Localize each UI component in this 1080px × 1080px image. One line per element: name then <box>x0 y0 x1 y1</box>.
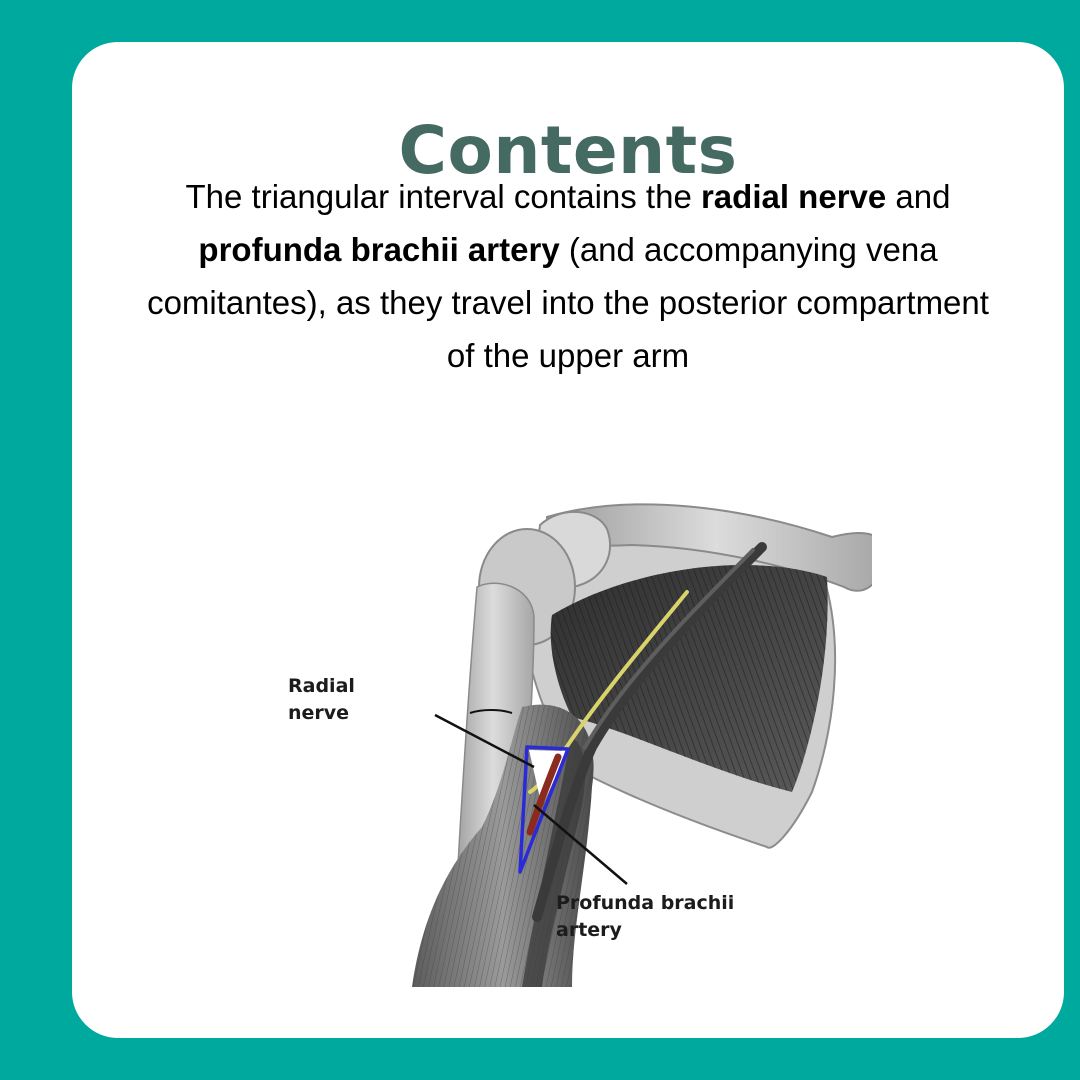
content-card: Contents The triangular interval contain… <box>72 42 1064 1038</box>
term-profunda-brachii-artery: profunda brachii artery <box>198 231 559 268</box>
radial-nerve-label: Radial nerve <box>288 673 378 727</box>
description-part-2: and <box>886 178 950 215</box>
anatomy-figure: Radial nerve Profunda brachii artery <box>272 447 872 987</box>
artery-label-line-1: Profunda brachii <box>556 892 734 914</box>
artery-label-line-2: artery <box>556 919 622 941</box>
description-part-1: The triangular interval contains the <box>186 178 701 215</box>
radial-nerve-label-line-2: nerve <box>288 702 349 724</box>
term-radial-nerve: radial nerve <box>701 178 886 215</box>
description-text: The triangular interval contains the rad… <box>132 170 1004 382</box>
profunda-brachii-label: Profunda brachii artery <box>556 890 786 944</box>
radial-nerve-label-line-1: Radial <box>288 675 355 697</box>
